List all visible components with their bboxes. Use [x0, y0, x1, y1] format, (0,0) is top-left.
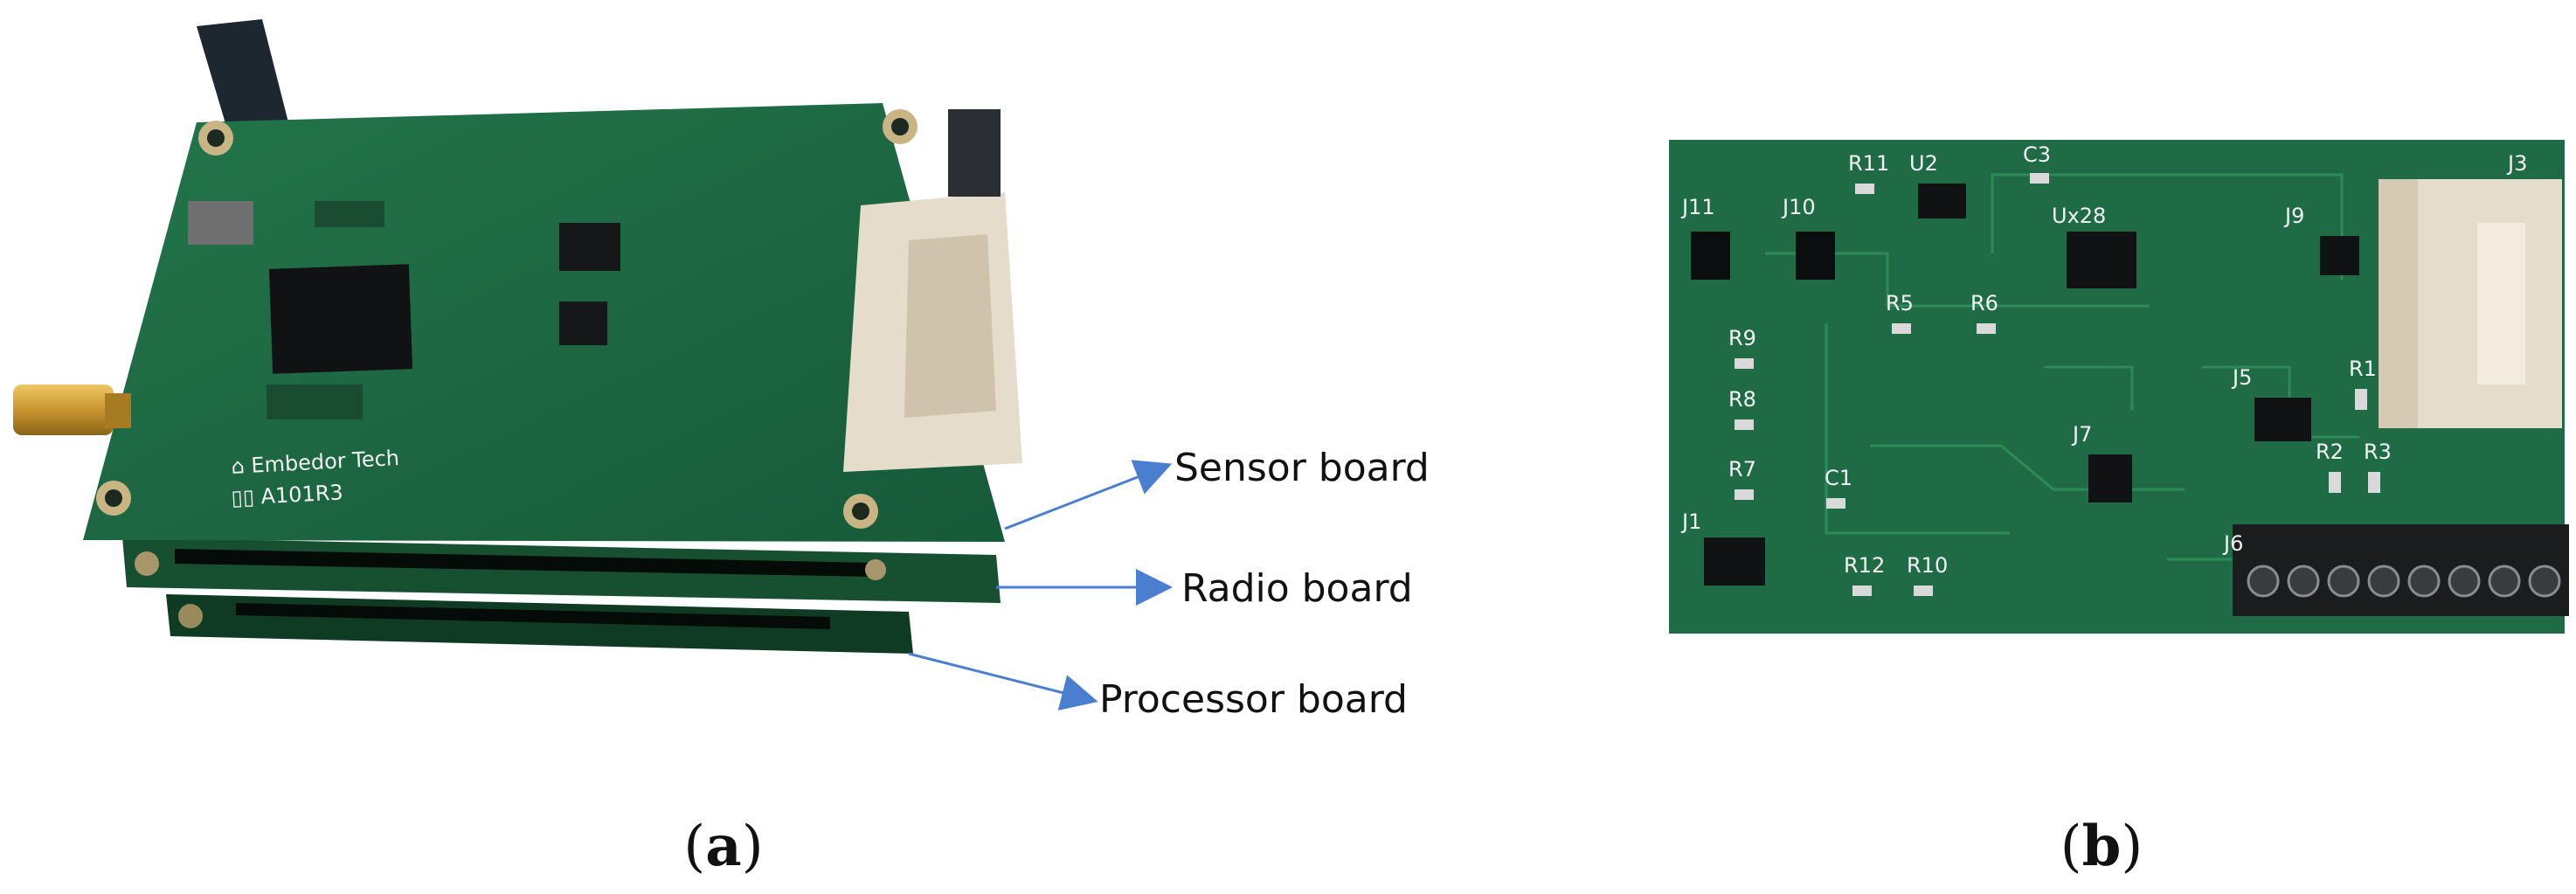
silkscreen-label-j3: J3 — [2506, 151, 2527, 176]
silkscreen-label-r2: R2 — [2316, 440, 2344, 464]
ic-j7 — [2088, 454, 2132, 502]
panel-a-label: (a) — [683, 814, 763, 879]
radio-board — [122, 537, 1001, 603]
sensor-board — [83, 103, 1022, 542]
silkscreen-label-j11: J11 — [1680, 195, 1715, 219]
callout-sensor-board: Sensor board — [1174, 446, 1430, 490]
silkscreen-label-r6: R6 — [1970, 291, 1998, 315]
ic-j9 — [2320, 236, 2359, 275]
silkscreen-label-c3: C3 — [2023, 142, 2051, 167]
silkscreen-label-j1: J1 — [1680, 509, 1701, 534]
ic-ux28 — [2067, 232, 2136, 288]
silkscreen-label-j10: J10 — [1781, 195, 1816, 219]
silkscreen-label-j5: J5 — [2231, 365, 2252, 390]
processor-board — [166, 594, 913, 654]
jumper-j11 — [1691, 232, 1730, 280]
ic-j5 — [2254, 398, 2311, 441]
sensor-board-arrow — [1004, 460, 1173, 530]
silkscreen-label-r7: R7 — [1728, 457, 1756, 482]
silkscreen-label-r11: R11 — [1848, 151, 1889, 176]
silkscreen-label-j6: J6 — [2222, 531, 2243, 556]
panel-a-photo: ⌂ Embedor Tech ▯▯ A101R3 — [13, 19, 1022, 654]
silkscreen-label-r10: R10 — [1907, 553, 1948, 578]
callout-radio-board: Radio board — [1181, 566, 1413, 611]
svg-text:▯▯ A101R3: ▯▯ A101R3 — [231, 480, 344, 510]
silkscreen-label-r1: R1 — [2349, 357, 2377, 381]
processor-board-arrow — [908, 652, 1098, 710]
ic-j1 — [1704, 537, 1765, 586]
silkscreen-label-r5: R5 — [1886, 291, 1914, 315]
jumper-j10 — [1796, 232, 1835, 280]
terminal-block-j6 — [2233, 524, 2569, 616]
silkscreen-label-c1: C1 — [1825, 466, 1852, 490]
silkscreen-label-j7: J7 — [2071, 422, 2092, 447]
panel-b-label: (b) — [2060, 814, 2143, 879]
silkscreen-label-j9: J9 — [2283, 204, 2304, 228]
silkscreen-label-r12: R12 — [1844, 553, 1885, 578]
silkscreen-label-r8: R8 — [1728, 387, 1756, 412]
silkscreen-label-r3: R3 — [2364, 440, 2392, 464]
antenna-cable — [197, 19, 288, 129]
silkscreen-label-r9: R9 — [1728, 326, 1756, 350]
callout-processor-board: Processor board — [1099, 677, 1408, 722]
silkscreen-label-ux28: Ux28 — [2052, 204, 2106, 228]
connector-j3 — [2379, 179, 2562, 428]
ic-u2 — [1918, 184, 1966, 218]
sma-connector — [13, 385, 131, 435]
silkscreen-label-u2: U2 — [1909, 151, 1938, 176]
